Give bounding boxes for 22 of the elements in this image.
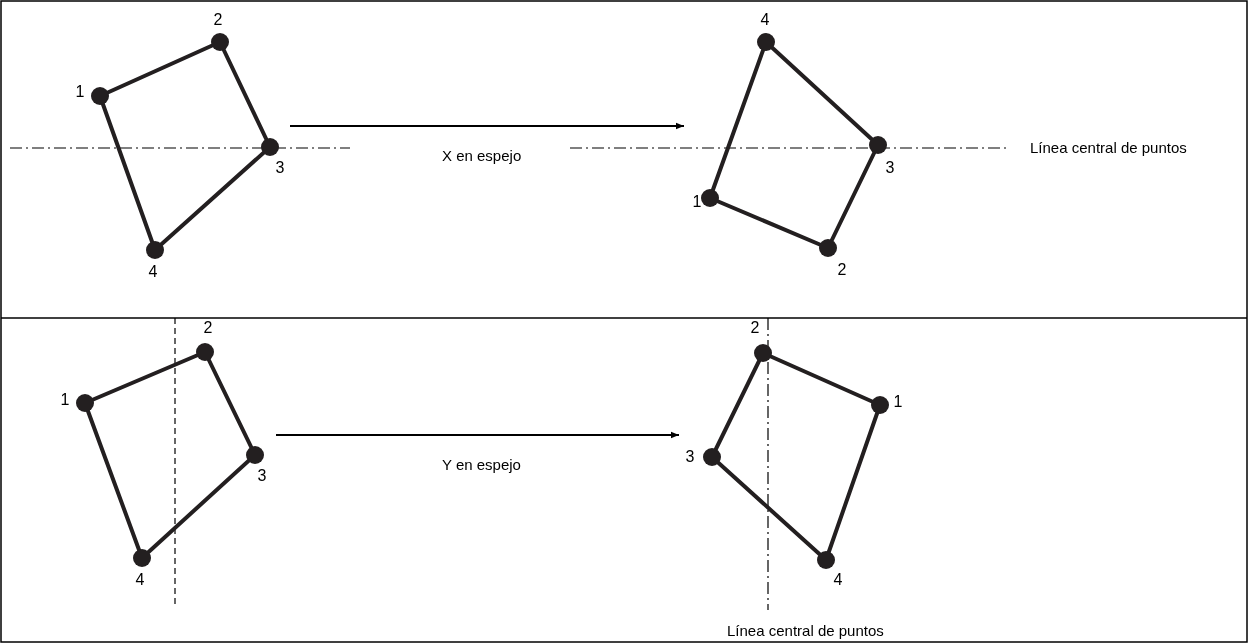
vertex-number: 3 — [685, 448, 695, 466]
vertex-number: 3 — [257, 467, 267, 485]
edge-label: Y en espejo — [440, 456, 523, 474]
vertex-number: 3 — [275, 159, 285, 177]
vertex-number: 3 — [885, 159, 895, 177]
vertex-number: 2 — [213, 11, 223, 29]
arrow — [275, 431, 680, 439]
edge-label: X en espejo — [440, 147, 524, 165]
vertex-number: 4 — [760, 11, 770, 29]
vertex-number: 2 — [837, 261, 847, 279]
vertex-number: 4 — [148, 263, 158, 281]
vertex-number: 1 — [893, 393, 903, 411]
vertex-number: 4 — [833, 571, 843, 589]
vertex-number: 4 — [135, 571, 145, 589]
vertex-number: 1 — [75, 83, 85, 101]
line-label: Línea central de puntos — [1028, 139, 1189, 157]
vertex-number: 2 — [750, 319, 760, 337]
vertex-number: 1 — [60, 391, 70, 409]
vertex-number: 1 — [692, 193, 702, 211]
line-label: Línea central de puntos — [725, 622, 886, 640]
arrow — [289, 122, 685, 130]
vertex-number: 2 — [203, 319, 213, 337]
